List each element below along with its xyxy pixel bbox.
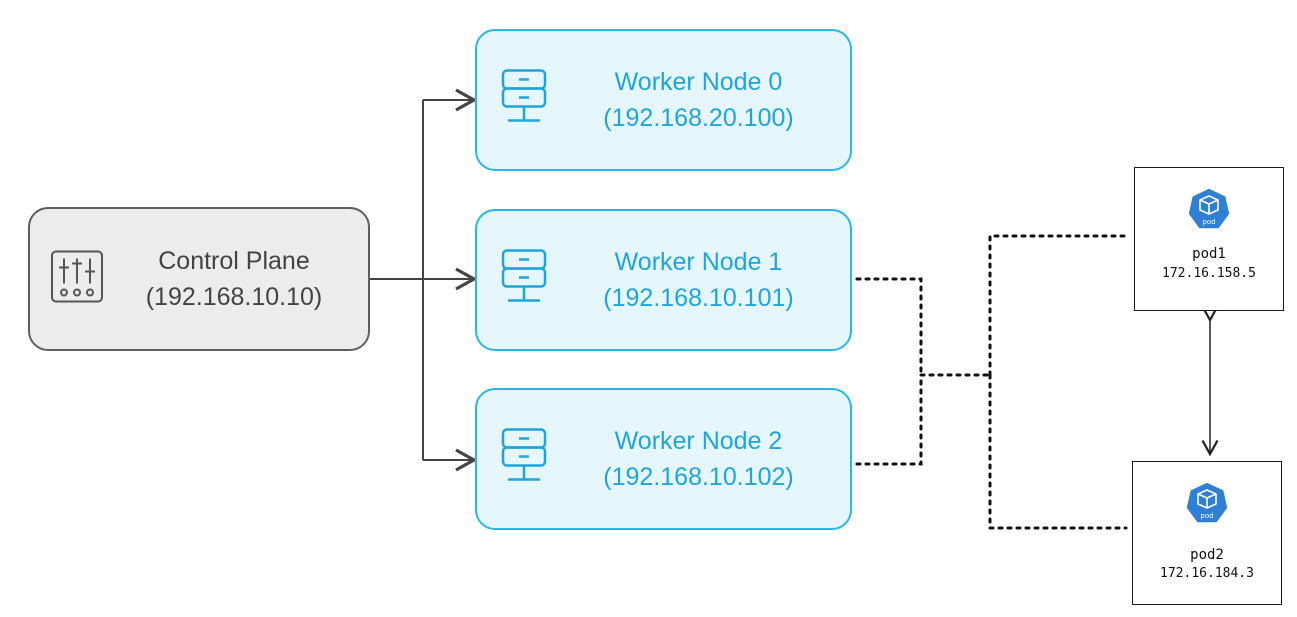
worker-node-0-title: Worker Node 0 (614, 68, 783, 96)
worker-node-2-ip: (192.168.10.102) (603, 463, 794, 491)
pod1-box[interactable]: pod pod1 172.16.158.5 (1134, 167, 1284, 311)
dotted-link-pod2 (988, 373, 1128, 530)
server-icon (499, 68, 549, 133)
pod-network-links (855, 234, 1128, 530)
pod2-box[interactable]: pod pod2 172.16.184.3 (1132, 461, 1282, 605)
control-plane-links (370, 88, 478, 472)
pod2-name: pod2 (1190, 547, 1224, 563)
worker-node-1[interactable]: Worker Node 1 (192.168.10.101) (475, 209, 852, 351)
server-icon (499, 248, 549, 313)
pod1-name: pod1 (1192, 246, 1226, 262)
worker-node-2-title: Worker Node 2 (614, 427, 783, 455)
dotted-link-worker-1 (855, 277, 923, 377)
worker-node-0-ip: (192.168.20.100) (603, 104, 794, 132)
control-plane-node[interactable]: Control Plane (192.168.10.10) (28, 207, 370, 351)
pod-badge-text: pod (1200, 512, 1213, 520)
dotted-link-worker-2 (855, 373, 923, 466)
worker-node-2[interactable]: Worker Node 2 (192.168.10.102) (475, 388, 852, 530)
worker-node-2-label: Worker Node 2 (192.168.10.102) (577, 390, 820, 528)
pod-badge-text: pod (1202, 218, 1215, 226)
kubernetes-pod-icon: pod (1183, 480, 1231, 533)
kubernetes-pod-icon: pod (1185, 186, 1233, 239)
sliders-panel-icon (50, 250, 104, 309)
worker-node-1-label: Worker Node 1 (192.168.10.101) (577, 211, 820, 349)
control-plane-label: Control Plane (192.168.10.10) (120, 209, 348, 349)
worker-node-0-label: Worker Node 0 (192.168.20.100) (577, 31, 820, 169)
dotted-link-pod1 (988, 234, 1128, 377)
control-plane-ip: (192.168.10.10) (145, 283, 323, 311)
worker-node-1-ip: (192.168.10.101) (603, 284, 794, 312)
pod1-ip: 172.16.158.5 (1162, 266, 1256, 281)
pod2-ip: 172.16.184.3 (1160, 566, 1254, 581)
worker-node-0[interactable]: Worker Node 0 (192.168.20.100) (475, 29, 852, 171)
server-icon (499, 427, 549, 492)
control-plane-title: Control Plane (158, 247, 310, 275)
worker-node-1-title: Worker Node 1 (614, 248, 783, 276)
